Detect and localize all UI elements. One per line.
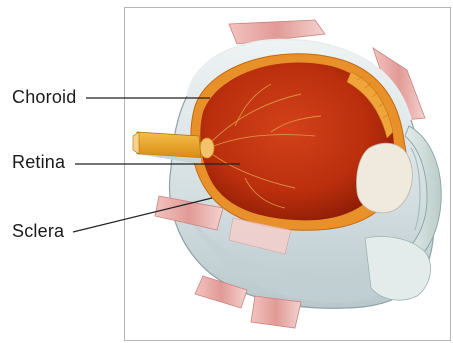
sclera-label: Sclera xyxy=(12,221,64,242)
eye-illustration xyxy=(124,7,451,341)
optic-disc xyxy=(200,138,214,158)
choroid-label: Choroid xyxy=(12,87,76,108)
eye-cross-section xyxy=(125,8,450,340)
optic-nerve xyxy=(137,132,201,158)
lower-oblique-muscle xyxy=(251,296,301,328)
retina-label: Retina xyxy=(12,152,65,173)
